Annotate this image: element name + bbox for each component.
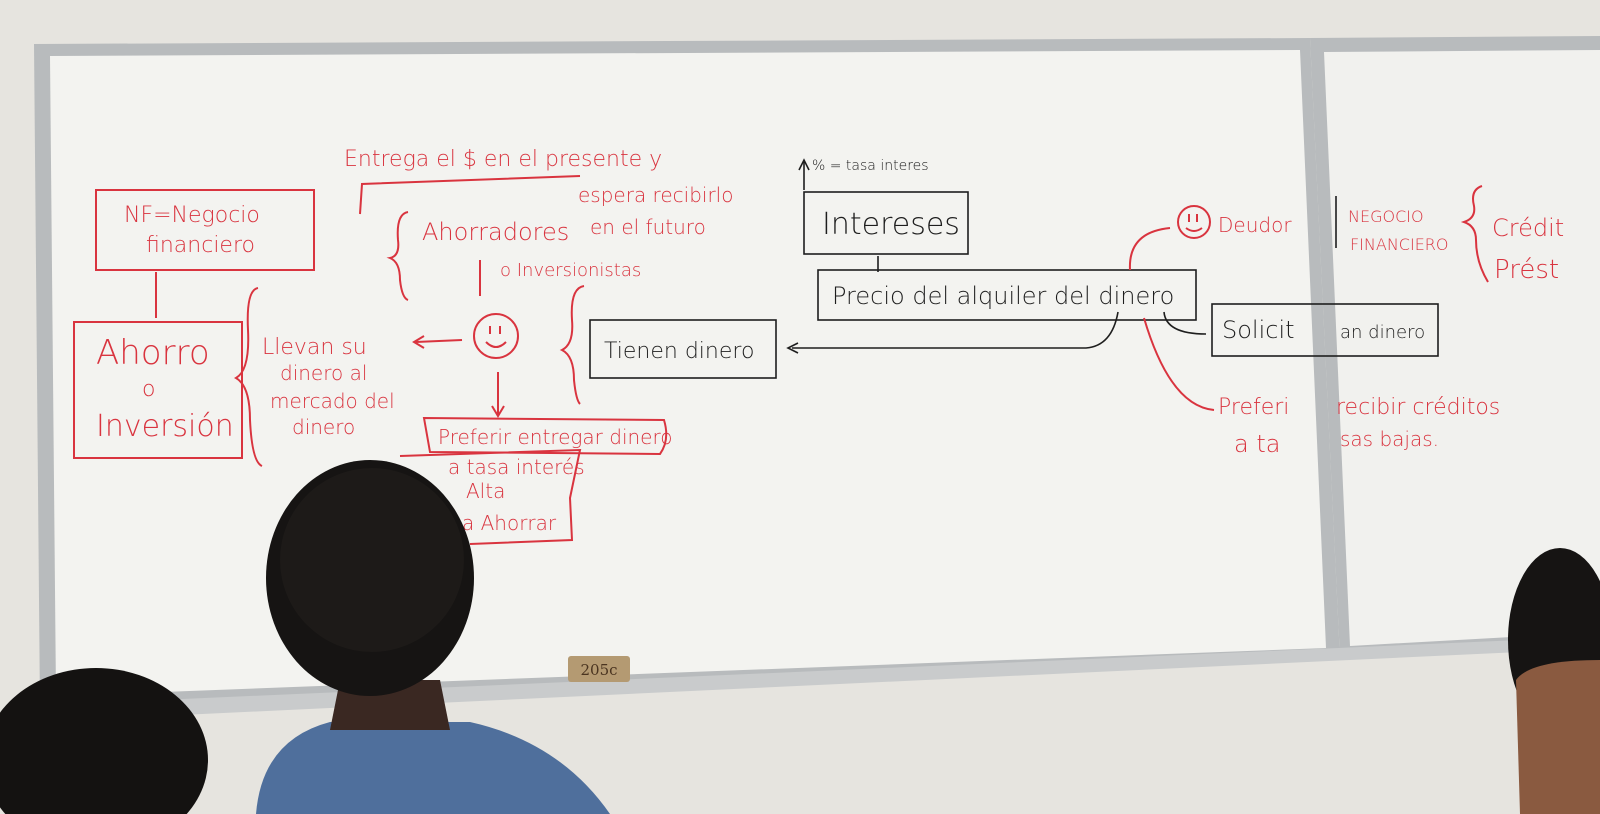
black-text: % = tasa interes Intereses Precio del al… [604, 158, 1425, 364]
tienen-brace [559, 285, 585, 405]
preferir-box [422, 416, 668, 456]
tasa-note: % = tasa interes [812, 158, 929, 174]
room-plate-number: 205c [580, 661, 617, 679]
arrow-to-llevan [415, 339, 463, 343]
tienen-dinero-label: Tienen dinero [604, 339, 754, 364]
red-marker-strokes-right [1128, 185, 1489, 411]
llevan-line4: dinero [292, 415, 355, 439]
precio-box [817, 269, 1197, 321]
ahorro-line2: o [142, 377, 155, 402]
nf-box [95, 189, 315, 271]
preferir-line4: a Ahorrar [462, 511, 557, 535]
precio-to-solicitan-arrow [1163, 311, 1207, 335]
marker-tray [160, 640, 1520, 716]
entrega-line3: en el futuro [590, 215, 706, 239]
whiteboard-right-panel [1324, 50, 1600, 646]
negocio-line2: FINANCIERO [1350, 235, 1449, 254]
credito-line1: Crédit [1492, 214, 1564, 242]
left-brace [233, 287, 263, 467]
solicitan-right: an dinero [1340, 322, 1425, 343]
student-right [1508, 548, 1600, 814]
nf-line2: financiero [146, 233, 255, 258]
room-plate [568, 656, 630, 682]
prefieren-line1: Preferi [1218, 395, 1289, 420]
black-marker-strokes [589, 158, 1439, 379]
ahorro-line1: Ahorro [96, 333, 210, 373]
saver-smiley [473, 313, 519, 359]
tienen-dinero-box [589, 319, 777, 379]
entrega-line1: Entrega el $ en el presente y [344, 147, 662, 172]
precio-to-deudor-arrow [1128, 227, 1171, 271]
preferir-line3: Alta [466, 479, 505, 503]
llevan-line3: mercado del [270, 389, 395, 413]
credito-brace [1460, 185, 1489, 283]
ahorradores: Ahorradores [422, 218, 569, 246]
red-marker-strokes [73, 175, 668, 545]
precio-label: Precio del alquiler del dinero [832, 282, 1174, 310]
precio-to-tienen-arrow [792, 311, 1119, 349]
entrega-bracket [359, 175, 581, 215]
student-center [256, 460, 610, 814]
solicitan-left: Solicit [1222, 316, 1295, 344]
llevan-line2: dinero al [280, 361, 367, 385]
preferir-line2: a tasa interés [448, 455, 585, 479]
deudor-smiley [1177, 205, 1211, 239]
ahorro-box [73, 321, 243, 459]
red-text: NF=Negocio financiero Ahorro o Inversión… [96, 147, 1564, 535]
llevan-line1: Llevan su [262, 335, 367, 360]
ahorro-line3: Inversión [96, 409, 234, 444]
prefieren-line2-left: a ta [1234, 430, 1280, 458]
intereses-label: Intereses [822, 207, 960, 242]
nf-line1: NF=Negocio [124, 203, 260, 228]
student-left [0, 668, 208, 814]
intereses-box [803, 191, 969, 255]
prefieren-line1-right: recibir créditos [1336, 395, 1500, 420]
credito-line2: Prést [1494, 255, 1559, 285]
negocio-line1: NEGOCIO [1348, 207, 1424, 226]
ahorradores-brace [386, 211, 409, 301]
precio-to-prefieren-arrow [1143, 317, 1215, 411]
solicitan-box [1211, 303, 1439, 357]
preferir-lower-box [399, 448, 582, 545]
deudor-label: Deudor [1218, 213, 1292, 237]
prefieren-line2-right: sas bajas. [1340, 427, 1439, 451]
inversionistas: o Inversionistas [500, 260, 641, 281]
preferir-line1: Preferir entregar dinero [438, 425, 673, 449]
entrega-line2: espera recibirlo [578, 183, 733, 207]
